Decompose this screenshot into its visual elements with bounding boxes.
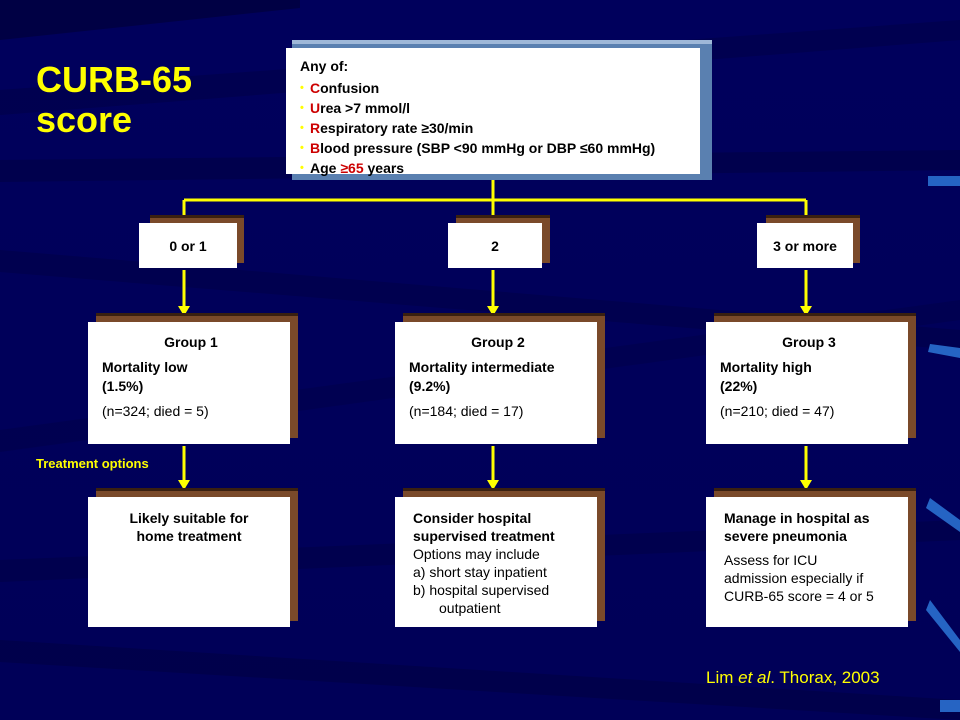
criteria-intro: Any of: xyxy=(300,58,349,74)
group-1-mortality: Mortality low xyxy=(102,359,188,375)
title-line-2: score xyxy=(36,99,133,140)
score-box-0-1: 0 or 1 xyxy=(139,223,237,268)
group-2-title: Group 2 xyxy=(471,334,525,350)
bullet-icon: • xyxy=(300,162,304,174)
group-1-n: (n=324; died = 5) xyxy=(102,403,209,419)
bullet-icon: • xyxy=(300,82,304,94)
treatment-2-box: Consider hospital supervised treatment O… xyxy=(395,497,597,627)
group-3-n: (n=210; died = 47) xyxy=(720,403,835,419)
group-2-mortality-rate: (9.2%) xyxy=(409,378,451,394)
group-2-box: Group 2 Mortality intermediate (9.2%) (n… xyxy=(395,322,597,444)
bullet-icon: • xyxy=(300,102,304,114)
group-3-mortality: Mortality high xyxy=(720,359,812,375)
treatment-1-box: Likely suitable for home treatment xyxy=(88,497,290,627)
group-1-title: Group 1 xyxy=(164,334,218,350)
group-3-mortality-rate: (22%) xyxy=(720,378,758,394)
group-2-mortality: Mortality intermediate xyxy=(409,359,555,375)
group-1-box: Group 1 Mortality low (1.5%) (n=324; die… xyxy=(88,322,290,444)
group-3-title: Group 3 xyxy=(782,334,836,350)
treatment-options-label: Treatment options xyxy=(36,456,149,471)
group-1-mortality-rate: (1.5%) xyxy=(102,378,144,394)
score-box-3-plus: 3 or more xyxy=(757,223,853,268)
slide-title: CURB-65 score xyxy=(36,60,192,140)
title-line-1: CURB-65 xyxy=(36,59,193,100)
bullet-icon: • xyxy=(300,122,304,134)
citation: Lim et al. Thorax, 2003 xyxy=(706,668,880,687)
bullet-icon: • xyxy=(300,142,304,154)
score-box-2: 2 xyxy=(448,223,542,268)
criterion-age: •Age ≥65 years xyxy=(300,160,405,176)
group-2-n: (n=184; died = 17) xyxy=(409,403,524,419)
treatment-3-box: Manage in hospital as severe pneumonia A… xyxy=(706,497,908,627)
group-3-box: Group 3 Mortality high (22%) (n=210; die… xyxy=(706,322,908,444)
